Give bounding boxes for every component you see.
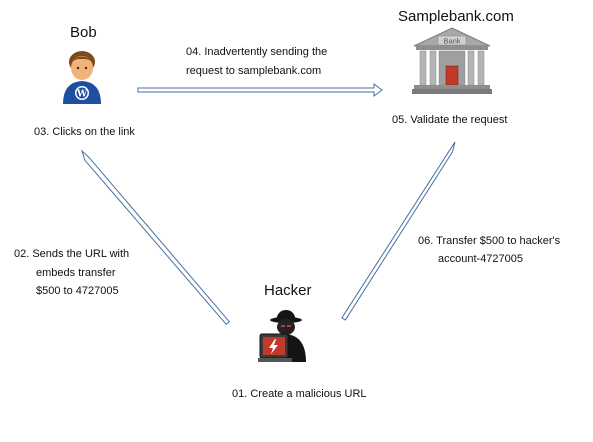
step-02-line3: $500 to 4727005 <box>36 285 119 297</box>
step-04-line2: request to samplebank.com <box>186 65 322 77</box>
arrow-hacker-to-bank <box>341 141 456 321</box>
bob-title: Bob <box>70 24 97 41</box>
bank-title: Samplebank.com <box>398 8 514 25</box>
arrow-hacker-to-bob <box>80 149 231 326</box>
step-02-line1: 02. Sends the URL with <box>14 248 130 260</box>
bank-building-icon: Bank <box>412 26 492 96</box>
svg-text:W: W <box>76 90 88 100</box>
step-05-label: 05. Validate the request <box>392 114 508 126</box>
arrow-bob-to-bank <box>137 83 383 97</box>
step-04-line1: 04. Inadvertently sending the <box>186 46 328 58</box>
user-wordpress-icon: W <box>60 48 104 104</box>
step-06-line1: 06. Transfer $500 to hacker's <box>418 235 561 247</box>
bank-sign-text: Bank <box>443 37 460 46</box>
hacker-title: Hacker <box>264 282 312 299</box>
step-06-line2: account-4727005 <box>438 253 524 265</box>
step-03-label: 03. Clicks on the link <box>34 126 135 138</box>
hacker-laptop-icon <box>256 310 312 366</box>
step-02-line2: embeds transfer <box>36 267 116 279</box>
step-01-label: 01. Create a malicious URL <box>232 388 367 400</box>
